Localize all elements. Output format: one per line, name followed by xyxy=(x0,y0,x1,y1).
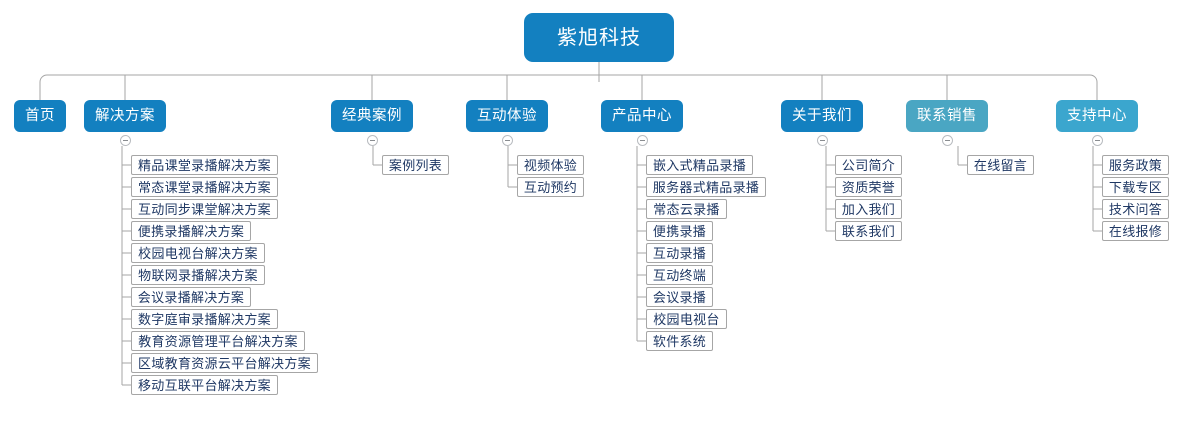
branch-node-2[interactable]: 解决方案 xyxy=(84,100,166,132)
branch-node-6[interactable]: 关于我们 xyxy=(781,100,863,132)
leaf-node[interactable]: 区域教育资源云平台解决方案 xyxy=(131,353,318,373)
leaf-node[interactable]: 常态云录播 xyxy=(646,199,727,219)
leaf-node[interactable]: 互动同步课堂解决方案 xyxy=(131,199,278,219)
collapse-toggle-4[interactable] xyxy=(501,135,513,146)
branch-node-4[interactable]: 互动体验 xyxy=(466,100,548,132)
leaf-node[interactable]: 会议录播解决方案 xyxy=(131,287,251,307)
leaf-node[interactable]: 嵌入式精品录播 xyxy=(646,155,753,175)
leaf-node[interactable]: 资质荣誉 xyxy=(835,177,902,197)
branch-node-7[interactable]: 联系销售 xyxy=(906,100,988,132)
leaf-node[interactable]: 视频体验 xyxy=(517,155,584,175)
leaf-node[interactable]: 会议录播 xyxy=(646,287,713,307)
leaf-node[interactable]: 技术问答 xyxy=(1102,199,1169,219)
leaf-node[interactable]: 互动终端 xyxy=(646,265,713,285)
leaf-node[interactable]: 公司简介 xyxy=(835,155,902,175)
branch-node-8[interactable]: 支持中心 xyxy=(1056,100,1138,132)
leaf-node[interactable]: 加入我们 xyxy=(835,199,902,219)
branch-node-3[interactable]: 经典案例 xyxy=(331,100,413,132)
leaf-node[interactable]: 在线留言 xyxy=(967,155,1034,175)
leaf-node[interactable]: 服务政策 xyxy=(1102,155,1169,175)
leaf-node[interactable]: 互动预约 xyxy=(517,177,584,197)
collapse-toggle-2[interactable] xyxy=(119,135,131,146)
leaf-node[interactable]: 教育资源管理平台解决方案 xyxy=(131,331,305,351)
branch-node-5[interactable]: 产品中心 xyxy=(601,100,683,132)
collapse-toggle-5[interactable] xyxy=(636,135,648,146)
leaf-node[interactable]: 便携录播 xyxy=(646,221,713,241)
collapse-toggle-6[interactable] xyxy=(816,135,828,146)
sitemap-diagram: 紫旭科技首页解决方案精品课堂录播解决方案常态课堂录播解决方案互动同步课堂解决方案… xyxy=(14,13,1169,395)
leaf-node[interactable]: 联系我们 xyxy=(835,221,902,241)
leaf-node[interactable]: 校园电视台解决方案 xyxy=(131,243,265,263)
leaf-node[interactable]: 下载专区 xyxy=(1102,177,1169,197)
leaf-node[interactable]: 案例列表 xyxy=(382,155,449,175)
leaf-node[interactable]: 常态课堂录播解决方案 xyxy=(131,177,278,197)
leaf-node[interactable]: 互动录播 xyxy=(646,243,713,263)
root-node[interactable]: 紫旭科技 xyxy=(524,13,674,62)
collapse-toggle-3[interactable] xyxy=(366,135,378,146)
leaf-node[interactable]: 精品课堂录播解决方案 xyxy=(131,155,278,175)
leaf-node[interactable]: 软件系统 xyxy=(646,331,713,351)
leaf-node[interactable]: 在线报修 xyxy=(1102,221,1169,241)
leaf-node[interactable]: 校园电视台 xyxy=(646,309,727,329)
leaf-node[interactable]: 数字庭审录播解决方案 xyxy=(131,309,278,329)
leaf-node[interactable]: 移动互联平台解决方案 xyxy=(131,375,278,395)
leaf-node[interactable]: 物联网录播解决方案 xyxy=(131,265,265,285)
leaf-node[interactable]: 服务器式精品录播 xyxy=(646,177,766,197)
collapse-toggle-8[interactable] xyxy=(1091,135,1103,146)
branch-node-1[interactable]: 首页 xyxy=(14,100,66,132)
leaf-node[interactable]: 便携录播解决方案 xyxy=(131,221,251,241)
collapse-toggle-7[interactable] xyxy=(941,135,953,146)
